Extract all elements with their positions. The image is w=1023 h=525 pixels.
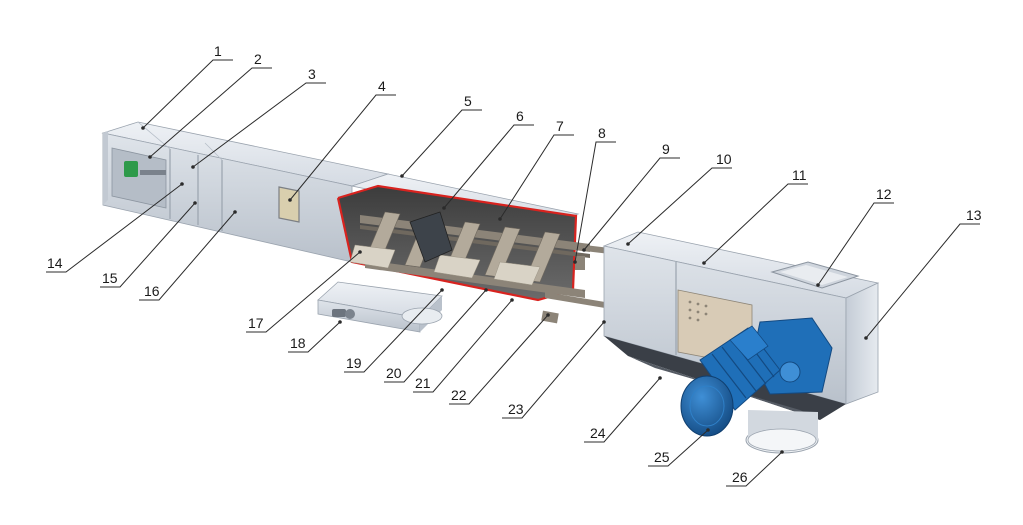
label-12: 2 [254,51,262,67]
label-3: 26 [732,469,748,485]
tail-housing [101,121,390,263]
callouts: 1 2 3 4 5 6 7 8 9 10 [46,43,982,487]
label-20: 6 [516,108,524,124]
label-16: 19 [346,355,362,371]
label-15: 1 [214,43,222,59]
label-2: 12 [876,186,892,202]
intermediate-discharge [317,281,443,333]
label-4: 24 [590,425,606,441]
label-21: 21 [415,375,431,391]
label-7: 16 [144,283,160,299]
label-6: 11 [792,167,807,183]
label-11: 15 [102,270,118,286]
label-13: 3 [308,66,316,82]
drive-motor [680,317,833,437]
label-18: 7 [556,118,564,134]
label-26: 8 [598,125,606,141]
label-25: 9 [662,141,670,157]
label-22: 22 [451,387,467,403]
label-10: 5 [464,93,472,109]
label-1: 13 [966,207,982,223]
label-14: 14 [47,255,63,271]
label-23: 20 [386,365,402,381]
label-19: 17 [248,315,264,331]
label-8: 10 [716,151,732,167]
cutaway-section [336,173,610,324]
tensioner-indicator-icon [124,161,138,177]
label-5: 25 [654,449,670,465]
label-24: 4 [378,78,386,94]
label-9: 23 [508,401,524,417]
label-17: 18 [290,335,306,351]
